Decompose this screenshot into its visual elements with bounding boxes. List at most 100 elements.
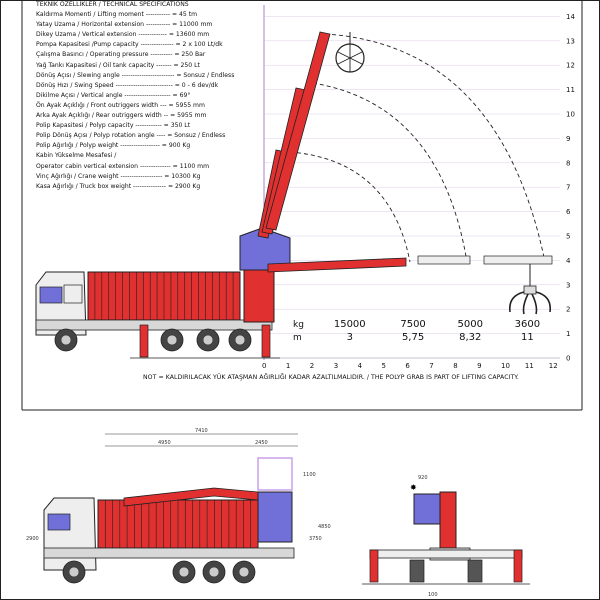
reach-cell: 8,32 (459, 332, 482, 343)
tipper-ribs (94, 272, 234, 320)
y-tick-label: 12 (566, 62, 575, 70)
chassis (35, 319, 273, 331)
spec-line: Arka Ayak Açıklığı / Rear outriggers wid… (36, 112, 207, 120)
wheel-hub (178, 566, 190, 578)
spec-line: Yağ Tankı Kapasitesi / Oil tank capacity… (36, 61, 200, 69)
rear-cabin (413, 493, 441, 525)
spec-line: Pompa Kapasitesi /Pump capacity --------… (36, 41, 223, 49)
x-tick-label: 3 (334, 362, 338, 370)
x-tick-label: 6 (405, 362, 410, 370)
wheel-hub (60, 334, 72, 346)
truck-side-view (35, 271, 280, 359)
boom-raised-3 (265, 31, 331, 231)
reach-arc-3 (324, 33, 546, 263)
spec-list: TEKNİK ÖZELLİKLER / TECHNICAL SPECIFICAT… (36, 0, 276, 192)
capacity-row-loads: kg 15000 7500 5000 3600 (291, 318, 556, 331)
spec-line: Yatay Uzama / Horizontal extension -----… (36, 21, 213, 29)
y-tick-label: 9 (566, 135, 570, 143)
rear-view-drawing: 920 100 ✸ (362, 475, 530, 598)
dim-100-label: 100 (428, 592, 438, 598)
y-tick-label: 8 (566, 159, 570, 167)
y-tick-label: 4 (566, 257, 571, 265)
x-tick-label: 4 (358, 362, 363, 370)
wheel-hub (68, 566, 80, 578)
y-tick-label: 10 (566, 111, 575, 119)
reach-cell: 11 (521, 332, 534, 343)
rear-outrigger (261, 324, 271, 358)
side-wheels (62, 560, 256, 584)
rear-column (439, 491, 457, 549)
x-tick-label: 8 (453, 362, 457, 370)
x-tick-label: 9 (477, 362, 481, 370)
spec-line: Dikilme Açısı / Vertical angle ---------… (36, 91, 191, 99)
spec-line: Dikey Uzama / Vertical extension -------… (36, 31, 210, 39)
dim-2900-label: 2900 (26, 536, 39, 542)
dim-total-label: 7410 (195, 428, 208, 434)
wheel-hub (166, 334, 178, 346)
wheels (54, 328, 252, 352)
reach-cell: 3 (346, 332, 353, 343)
rear-leg-left (369, 549, 379, 583)
polyp-grab-top (335, 32, 365, 73)
spec-line: Kasa Ağırlığı / Truck box weight -------… (36, 182, 201, 190)
reach-cell: 5,75 (401, 332, 425, 343)
reach-arc-2 (305, 81, 468, 263)
spec-title: TEKNİK ÖZELLİKLER / TECHNICAL SPECIFICAT… (36, 1, 189, 8)
spec-line: Polip Kapasitesi / Polyp capacity ------… (36, 122, 191, 130)
rear-wheel-right (467, 559, 483, 583)
dim-4950-label: 4950 (158, 440, 171, 446)
unit-load: kg (293, 319, 304, 330)
y-tick-label: 3 (566, 281, 570, 289)
dim-3750-label: 3750 (309, 536, 322, 542)
cab-window (39, 286, 63, 304)
spec-line: Dönüş Hızı / Swing Speed ---------------… (36, 81, 219, 89)
unit-reach: m (293, 332, 302, 343)
side-chassis (43, 547, 295, 559)
load-cell: 5000 (457, 319, 483, 330)
x-tick-label: 12 (549, 362, 558, 370)
dim-920-label: 920 (418, 475, 428, 481)
wheel-hub (208, 566, 220, 578)
spec-line: Kabin Yükselme Mesafesi / (36, 152, 117, 160)
polyp-grab-open (508, 264, 552, 315)
rear-leg-right (513, 549, 523, 583)
load-cell: 3600 (514, 319, 541, 330)
boom-ext-1 (417, 255, 471, 265)
dim-4850-label: 4850 (318, 524, 331, 530)
x-tick-label: 11 (525, 362, 534, 370)
wheel-hub (238, 566, 250, 578)
wheel-hub (202, 334, 214, 346)
spec-line: Operator cabin vertical extension ------… (36, 162, 210, 170)
reach-arc-1 (289, 151, 411, 263)
side-cab-window (47, 513, 71, 531)
capacity-table: kg 15000 7500 5000 3600 m 3 5,75 8,32 11 (291, 318, 556, 352)
x-tick-label: 1 (286, 362, 290, 370)
y-tick-label: 13 (566, 37, 575, 45)
load-cell: 15000 (333, 319, 366, 330)
rear-outrigger-beam (369, 549, 523, 559)
boom-ext-2 (483, 255, 553, 265)
x-tick-label: 0 (262, 362, 266, 370)
spec-line: Çalışma Basıncı / Operating pressure ---… (36, 51, 206, 59)
capacity-row-reach: m 3 5,75 8,32 11 (291, 331, 556, 344)
load-cell: 7500 (400, 319, 426, 330)
front-outrigger (139, 324, 149, 358)
dim-1100-label: 1100 (303, 472, 316, 478)
wheel-hub (234, 334, 246, 346)
dim-2450-label: 2450 (255, 440, 268, 446)
cab-door-window (63, 284, 83, 304)
side-cab (43, 497, 97, 571)
capacity-note: NOT = KALDIRILACAK YÜK ATAŞMAN AĞIRLIĞI … (143, 374, 519, 381)
x-tick-label: 7 (429, 362, 433, 370)
spec-line: Dönüş Açısı / Slewing angle ------------… (36, 71, 235, 79)
y-tick-label: 6 (566, 208, 571, 216)
spec-line: Polip Ağırlığı / Polyp weight ----------… (36, 142, 191, 150)
side-view-drawing: 7410 4950 2450 1100 3750 4850 2900 (26, 428, 331, 584)
spec-line: Ön Ayak Açıklığı / Front outriggers widt… (36, 101, 205, 109)
crane (239, 31, 553, 323)
y-tick-label: 1 (566, 330, 570, 338)
y-tick-label: 11 (566, 86, 575, 94)
y-tick-label: 2 (566, 306, 570, 314)
